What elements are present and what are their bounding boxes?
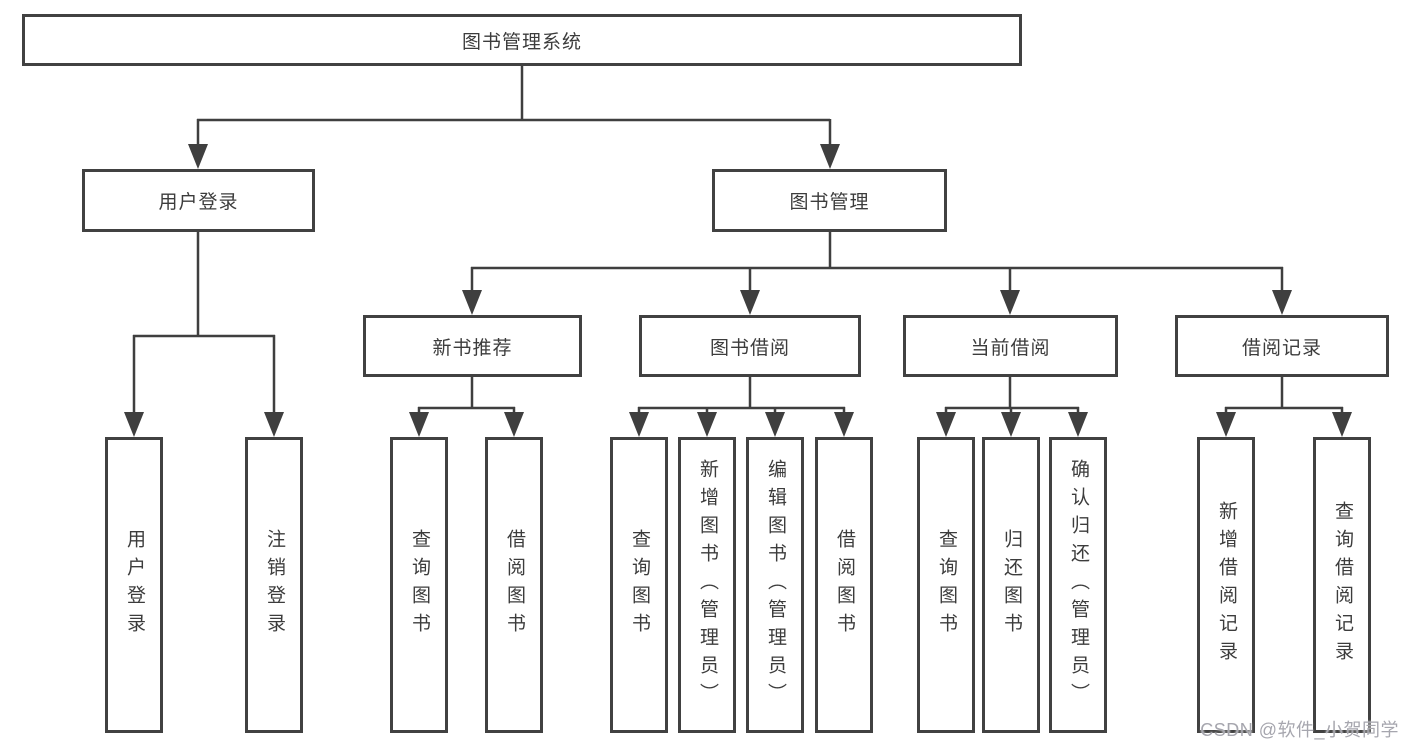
node-leaf-logout: 注销登录 [245, 437, 303, 733]
node-leaf-query-books-recommend: 查询图书 [390, 437, 448, 733]
node-leaf-return-books: 归还图书 [982, 437, 1040, 733]
node-current-borrow: 当前借阅 [903, 315, 1118, 377]
node-leaf-borrow-books: 借阅图书 [815, 437, 873, 733]
node-leaf-edit-books-admin: 编辑图书（管理员） [746, 437, 804, 733]
node-leaf-user-login: 用户登录 [105, 437, 163, 733]
node-root: 图书管理系统 [22, 14, 1022, 66]
node-leaf-add-books-admin: 新增图书（管理员） [678, 437, 736, 733]
node-new-book-recommend: 新书推荐 [363, 315, 582, 377]
node-leaf-query-books-borrow: 查询图书 [610, 437, 668, 733]
node-leaf-borrow-books-recommend: 借阅图书 [485, 437, 543, 733]
node-leaf-query-books-current: 查询图书 [917, 437, 975, 733]
watermark: CSDN @软件_小贺同学 [1200, 720, 1399, 740]
node-leaf-query-borrow-record: 查询借阅记录 [1313, 437, 1371, 733]
node-leaf-confirm-return-admin: 确认归还（管理员） [1049, 437, 1107, 733]
node-book-borrow: 图书借阅 [639, 315, 861, 377]
node-borrow-records: 借阅记录 [1175, 315, 1389, 377]
node-user-login: 用户登录 [82, 169, 315, 232]
node-book-management: 图书管理 [712, 169, 947, 232]
node-leaf-add-borrow-record: 新增借阅记录 [1197, 437, 1255, 733]
